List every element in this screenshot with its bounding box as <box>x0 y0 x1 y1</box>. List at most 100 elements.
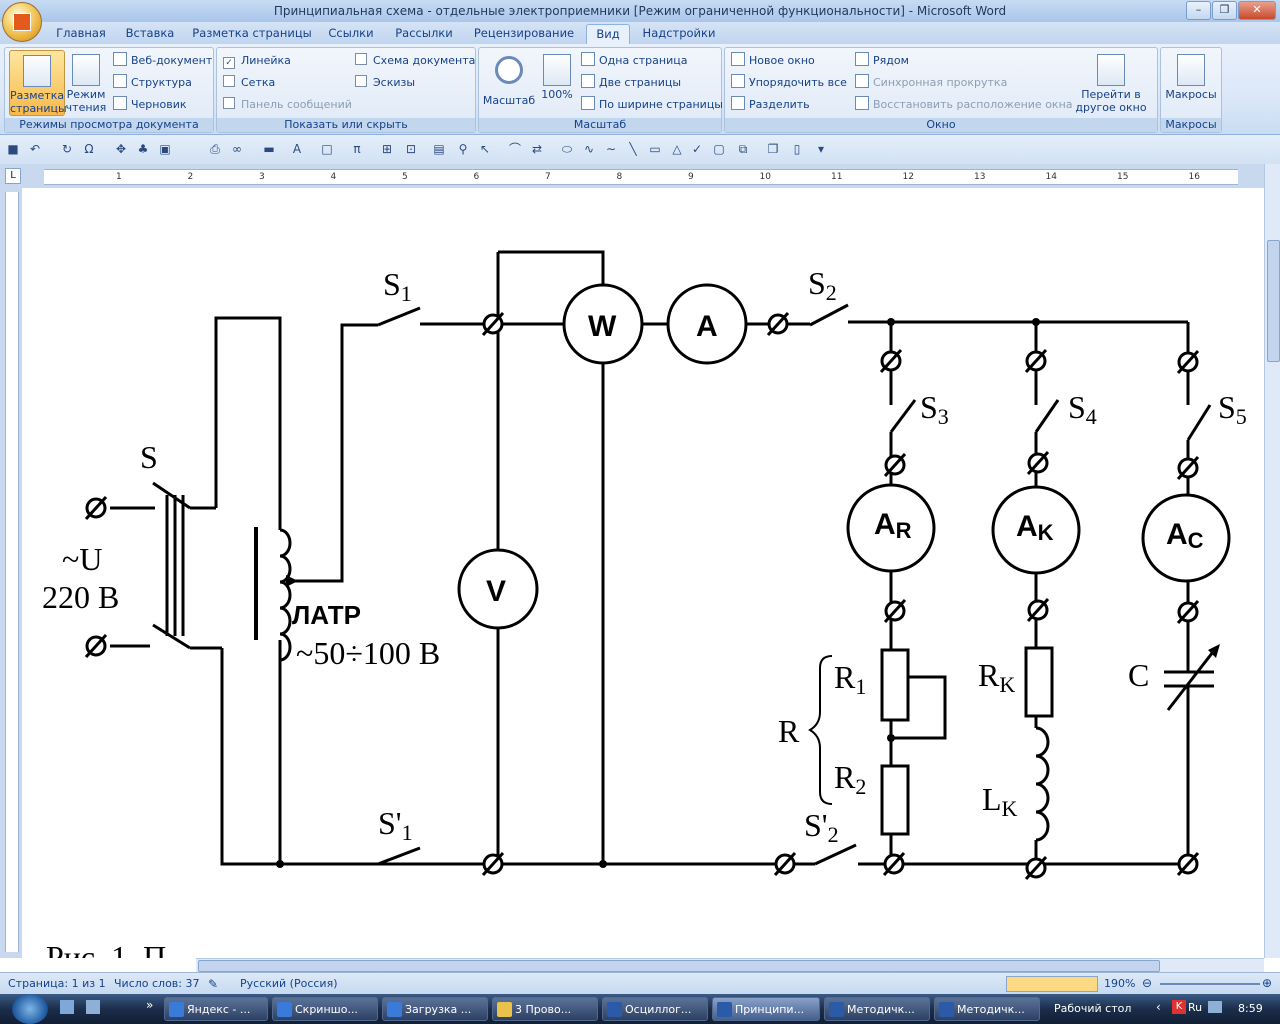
tab-selector[interactable]: L <box>5 168 21 184</box>
proofing-icon[interactable]: ✎ <box>208 977 219 991</box>
page-count[interactable]: Страница: 1 из 1 <box>8 977 106 990</box>
quicklaunch-chevron-icon[interactable]: » <box>146 998 154 1012</box>
taskbar-item-word-1[interactable]: Осциллог... <box>602 997 708 1021</box>
ruler-checkbox[interactable]: ✓Линейка <box>223 52 291 70</box>
zoom-level[interactable]: 190% <box>1104 977 1136 990</box>
close-button[interactable]: ✕ <box>1238 1 1276 20</box>
taskbar-item-download[interactable]: Загрузка ... <box>382 997 488 1021</box>
undo-icon[interactable]: ↶ <box>29 142 41 156</box>
zoom-100-button[interactable]: 100% <box>537 50 577 114</box>
view-buttons[interactable] <box>1006 976 1098 992</box>
taskbar-item-word-2[interactable]: Методичк... <box>824 997 930 1021</box>
new-window-button[interactable]: Новое окно <box>731 52 815 70</box>
start-button[interactable] <box>12 994 48 1024</box>
tray-chevron-icon[interactable]: ‹ <box>1156 1000 1161 1014</box>
arc-icon[interactable]: ⌒ <box>508 142 521 156</box>
zoom-in-icon[interactable]: ⊕ <box>1262 976 1273 990</box>
hscroll-thumb[interactable] <box>198 960 1160 972</box>
print-layout-button[interactable]: Разметка страницы <box>9 50 67 116</box>
connector-icon[interactable]: ⇄ <box>531 142 543 156</box>
horizontal-scrollbar[interactable] <box>196 958 1264 973</box>
word-count[interactable]: Число слов: 37 <box>114 977 200 990</box>
vertical-ruler-strip[interactable] <box>5 192 19 952</box>
picture-icon[interactable]: ▣ <box>159 142 171 156</box>
document-page[interactable]: S S1 S'1 S2 S'2 S3 S4 S5 ~U 220 В ~50÷10… <box>22 188 1264 958</box>
redo-icon[interactable]: ↻ <box>61 142 73 156</box>
scroll-thumb[interactable] <box>1267 240 1280 362</box>
show-desktop-icon[interactable] <box>60 1000 74 1014</box>
tab-page-layout[interactable]: Разметка страницы <box>192 26 312 40</box>
spelling-icon[interactable]: ✓ <box>691 142 703 156</box>
doc-map-checkbox[interactable]: Схема документа <box>355 52 475 70</box>
line-icon[interactable]: ╲ <box>629 142 637 156</box>
equation-icon[interactable]: π <box>353 142 361 156</box>
page-width-button[interactable]: По ширине страницы <box>581 96 723 114</box>
tab-addins[interactable]: Надстройки <box>642 26 716 40</box>
tab-insert[interactable]: Вставка <box>125 26 175 40</box>
taskbar-item-explorer[interactable]: 3 Прово... <box>492 997 598 1021</box>
thumbnails-checkbox[interactable]: Эскизы <box>355 74 415 92</box>
symbol-icon[interactable]: Ω <box>84 142 94 156</box>
one-page-button[interactable]: Одна страница <box>581 52 687 70</box>
fill-icon[interactable]: ▬ <box>263 142 275 156</box>
sync-scroll-button[interactable]: Синхронная прокрутка <box>855 74 1007 92</box>
web-layout-button[interactable]: Веб-документ <box>113 52 212 70</box>
print-icon[interactable]: ⎙ <box>210 142 220 156</box>
group-icon[interactable]: ⊞ <box>381 142 393 156</box>
new-doc-icon[interactable]: ▯ <box>793 142 801 156</box>
reset-position-button[interactable]: Восстановить расположение окна <box>855 96 1073 114</box>
oval-icon[interactable]: ⬭ <box>561 142 573 156</box>
outline-button[interactable]: Структура <box>113 74 192 92</box>
clock[interactable]: 8:59 <box>1238 1002 1263 1015</box>
message-bar-checkbox[interactable]: Панель сообщений <box>223 96 352 114</box>
switch-window-button[interactable]: Перейти в другое окно <box>1069 50 1153 114</box>
clipart-icon[interactable]: ♣ <box>137 142 149 156</box>
customize-qat-icon[interactable]: ▾ <box>817 142 825 156</box>
tab-mailings[interactable]: Рассылки <box>395 26 453 40</box>
frame-icon[interactable]: ▢ <box>713 142 725 156</box>
rectangle-icon[interactable]: ▭ <box>649 142 661 156</box>
split-button[interactable]: Разделить <box>731 96 810 114</box>
textbox-icon[interactable]: ▤ <box>433 142 445 156</box>
side-by-side-button[interactable]: Рядом <box>855 52 909 70</box>
font-color-icon[interactable]: A <box>292 142 302 156</box>
switch-windows-icon[interactable] <box>86 1000 100 1014</box>
network-icon[interactable] <box>1208 1001 1222 1013</box>
tab-review[interactable]: Рецензирование <box>473 26 575 40</box>
gridlines-checkbox[interactable]: Сетка <box>223 74 275 92</box>
vertical-scrollbar[interactable] <box>1264 164 1280 958</box>
language-tray[interactable]: Ru <box>1188 1001 1203 1014</box>
ungroup-icon[interactable]: ⊡ <box>405 142 417 156</box>
zoom-out-icon[interactable]: ⊖ <box>1142 976 1153 990</box>
restore-button[interactable]: ❐ <box>1212 1 1237 20</box>
macros-button[interactable]: Макросы <box>1163 50 1219 114</box>
copy-icon[interactable]: ❐ <box>767 142 779 156</box>
chain-icon[interactable]: ∞ <box>232 142 242 156</box>
reading-mode-button[interactable]: Режим чтения <box>65 50 107 114</box>
arrange-all-button[interactable]: Упорядочить все <box>731 74 847 92</box>
taskbar-item-word-3[interactable]: Методичк... <box>934 997 1040 1021</box>
antivirus-icon[interactable]: K <box>1172 1000 1186 1014</box>
zoom-tool-icon[interactable]: ⚲ <box>458 142 468 156</box>
minimize-button[interactable]: – <box>1186 1 1211 20</box>
zoom-button[interactable]: Масштаб <box>481 50 537 114</box>
curve-icon[interactable]: ∿ <box>583 142 595 156</box>
two-pages-button[interactable]: Две страницы <box>581 74 681 92</box>
pointer-icon[interactable]: ↖ <box>479 142 491 156</box>
save-icon[interactable]: ■ <box>7 142 19 156</box>
tab-view[interactable]: Вид <box>586 24 630 44</box>
arrange-tool-icon[interactable]: ⧉ <box>738 142 748 156</box>
language-indicator[interactable]: Русский (Россия) <box>240 977 338 990</box>
zoom-slider[interactable] <box>1160 983 1260 985</box>
taskbar-item-screenshots[interactable]: Скриншо... <box>272 997 378 1021</box>
taskbar-item-word-active[interactable]: Принципи... <box>712 997 820 1021</box>
office-button[interactable] <box>2 2 42 42</box>
move-icon[interactable]: ✥ <box>115 142 127 156</box>
triangle-icon[interactable]: △ <box>672 142 682 156</box>
taskbar-item-yandex[interactable]: Яндекс - ... <box>164 997 268 1021</box>
desktop-toolbar[interactable]: Рабочий стол <box>1054 1002 1132 1015</box>
draft-button[interactable]: Черновик <box>113 96 187 114</box>
freeform-icon[interactable]: ∼ <box>605 142 617 156</box>
tab-home[interactable]: Главная <box>56 26 106 40</box>
